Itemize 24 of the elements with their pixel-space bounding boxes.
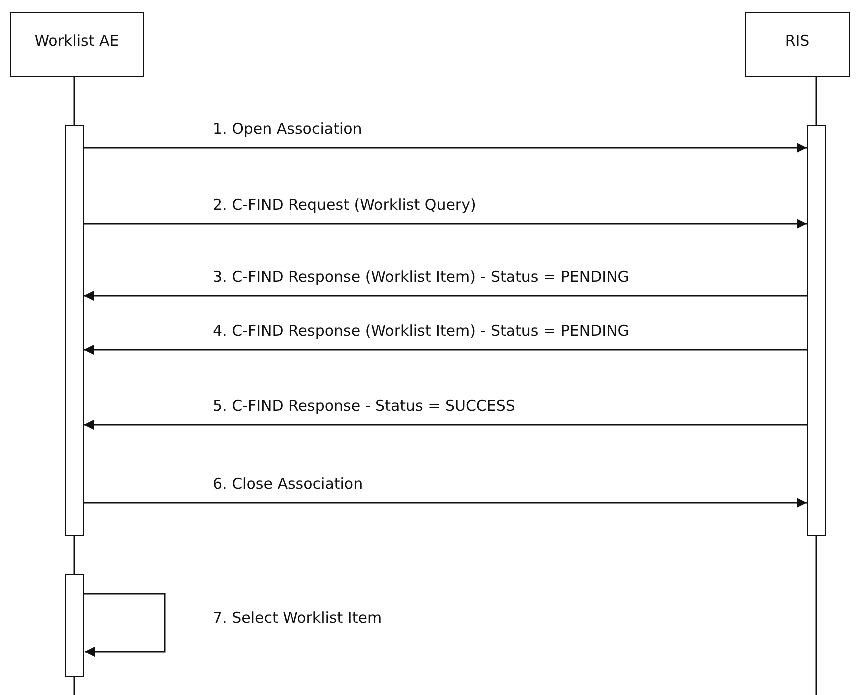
- participant-name: RIS: [785, 32, 810, 50]
- participant-box: [10, 12, 144, 77]
- activation-bar: [65, 125, 84, 536]
- arrow: [84, 291, 807, 301]
- message-label: 6. Close Association: [213, 475, 364, 493]
- lifeline: [74, 536, 76, 574]
- arrow: [84, 498, 807, 508]
- arrow: [84, 219, 807, 229]
- lifeline: [74, 77, 76, 125]
- participant-box: [745, 12, 850, 77]
- message-label: 1. Open Association: [213, 120, 362, 138]
- lifeline: [816, 77, 818, 125]
- activation-bar: [807, 125, 826, 536]
- message-label: 3. C-FIND Response (Worklist Item) - Status = PENDING: [213, 268, 630, 286]
- arrow: [84, 143, 807, 153]
- message-label: 7. Select Worklist Item: [213, 609, 382, 627]
- participant-name: Worklist AE: [34, 32, 120, 50]
- activation-bar: [65, 574, 84, 677]
- message-label: 4. C-FIND Response (Worklist Item) - Status = PENDING: [213, 322, 630, 340]
- arrow: [84, 420, 807, 430]
- arrow: [84, 345, 807, 355]
- arrow: [84, 593, 166, 657]
- message-label: 5. C-FIND Response - Status = SUCCESS: [213, 397, 516, 415]
- message-label: 2. C-FIND Request (Worklist Query): [213, 196, 476, 214]
